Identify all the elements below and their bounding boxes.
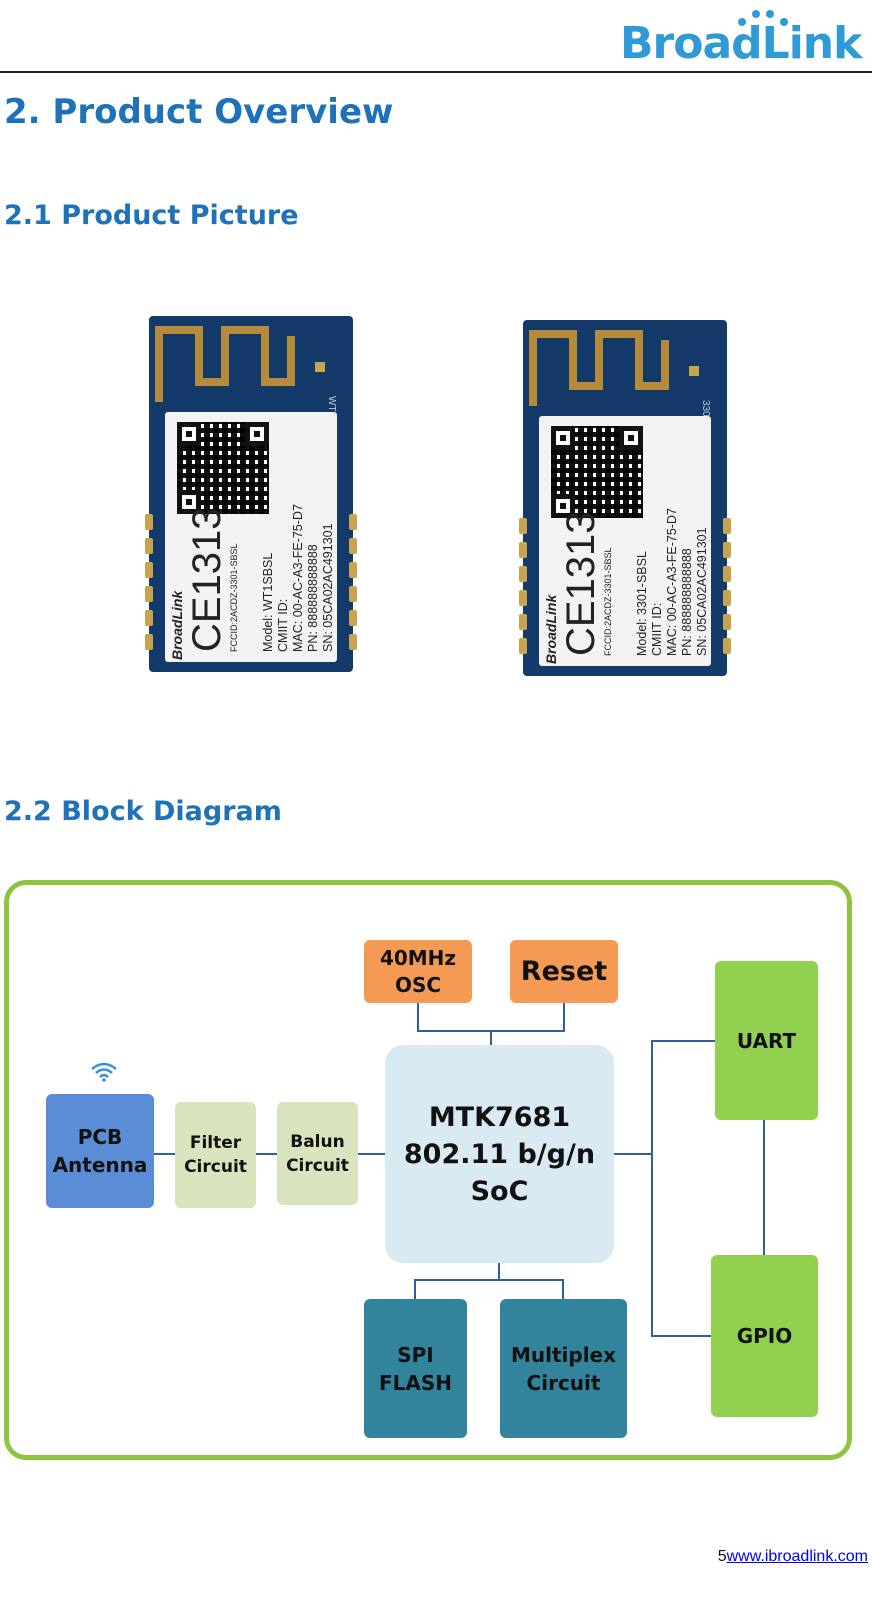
osc-block: 40MHz OSC [364,940,472,1003]
page-footer: 5www.ibroadlink.com [718,1548,868,1566]
label-sn: SN: 05CA02AC491301 [695,527,709,656]
label-pn: PN: 888888888888 [680,548,694,656]
connector-line [490,1030,492,1045]
connector-line [651,1040,715,1042]
connector-line [563,1003,565,1031]
label-text: Model: 3301-SBSL CMIIT ID: MAC: 00-AC-A3… [635,508,710,656]
block-diagram-frame [4,880,852,1460]
gpio-block: GPIO [711,1255,818,1417]
reset-block: Reset [510,940,618,1003]
module-pads-left [519,518,527,668]
module-label: BroadLink CE1313 FCCID:2ACDZ-3301-SBSL M… [539,416,711,666]
qr-code [177,422,269,514]
label-pn: PN: 888888888888 [306,544,320,652]
spi-flash-block: SPI FLASH [364,1299,467,1438]
ce-mark: CE1313 [185,507,229,652]
label-model: Model: WT1SBSL [261,552,275,652]
multiplex-circuit-block: Multiplex Circuit [500,1299,627,1438]
fcc-id: FCCID:2ACDZ-3301-SBSL [229,543,239,652]
connector-line [562,1279,564,1299]
pcb-antenna-block: PCB Antenna [46,1094,154,1208]
connector-line [651,1040,653,1337]
label-text: Model: WT1SBSL CMIIT ID: MAC: 00-AC-A3-F… [261,504,336,652]
website-link[interactable]: www.ibroadlink.com [726,1548,868,1565]
wifi-icon [91,1062,117,1082]
module-pads-left [145,514,153,664]
balun-circuit-block: Balun Circuit [277,1102,358,1205]
header-divider [0,71,872,73]
module-label: BroadLink CE1313 FCCID:2ACDZ-3301-SBSL M… [165,412,337,662]
pcb-antenna-trace [529,330,699,406]
label-mac: MAC: 00-AC-A3-FE-75-D7 [291,504,305,652]
label-sn: SN: 05CA02AC491301 [321,523,335,652]
label-cmiit: CMIIT ID: [650,602,664,656]
page-number: 5 [717,1548,727,1565]
logo-dot [752,10,760,18]
broadlink-logo: BroadLink [620,10,870,69]
connector-line [498,1263,500,1280]
block-diagram-title: 2.2 Block Diagram [4,796,282,827]
connector-line [417,1003,419,1031]
filter-circuit-block: Filter Circuit [175,1102,256,1208]
soc-block: MTK7681 802.11 b/g/n SoC [385,1045,614,1263]
module-image-wt1sbsl: WT1SBSL_V1.1 BroadLink CE1313 FCCID:2ACD… [145,316,357,672]
label-brand: BroadLink [543,594,559,664]
connector-line [651,1335,711,1337]
fcc-id: FCCID:2ACDZ-3301-SBSL [603,547,613,656]
label-mac: MAC: 00-AC-A3-FE-75-D7 [665,508,679,656]
logo-text: BroadLink [620,18,862,69]
module-pads-right [723,518,731,668]
section-title: 2. Product Overview [4,92,394,132]
connector-line [763,1120,765,1255]
logo-dot [738,18,746,26]
connector-line [154,1153,386,1155]
module-image-3301-sbsl: 3301-SBSL_V1.1 BroadLink CE1313 FCCID:2A… [519,320,731,676]
connector-line [414,1279,416,1299]
pcb-antenna-trace [155,326,325,402]
label-brand: BroadLink [169,590,185,660]
uart-block: UART [715,961,818,1120]
connector-line [414,1279,564,1281]
label-cmiit: CMIIT ID: [276,598,290,652]
label-model: Model: 3301-SBSL [635,551,649,656]
logo-dot [780,18,788,26]
ce-mark: CE1313 [559,511,603,656]
logo-dot [766,10,774,18]
module-pads-right [349,514,357,664]
qr-code [551,426,643,518]
product-picture-title: 2.1 Product Picture [4,200,299,231]
connector-line [614,1153,652,1155]
